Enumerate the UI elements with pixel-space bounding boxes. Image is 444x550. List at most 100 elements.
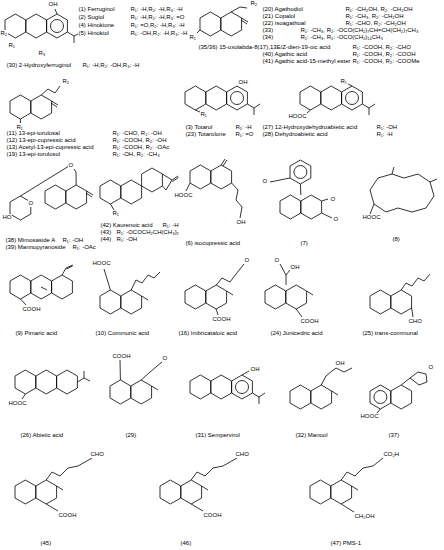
compound-name: (38) Mimosaside A [5, 237, 56, 244]
structure-stroke [131, 380, 152, 404]
structure-stroke [280, 195, 301, 219]
compound-name: (28) Dehydroabietic acid [262, 131, 328, 138]
substituent-list: R₁: -CH₃, R₂: -OCO(CH₂)₇CH=CH(CH₂)₇CH₃ [300, 27, 419, 34]
atom-label: HOOC [288, 113, 307, 120]
structure-stroke [142, 168, 163, 192]
structure-stroke [370, 167, 437, 214]
structure-stroke [104, 269, 160, 300]
compound-name: (43) [100, 229, 112, 236]
atom-label: OH [238, 79, 248, 86]
structure-stroke [185, 86, 206, 110]
substituent-list: R₁: -OH [376, 124, 398, 131]
atom-label: R₁ [200, 111, 207, 118]
compound-name: (41) Agathic acid-15-methyl ester [262, 58, 351, 65]
atom-label: COOH [112, 353, 131, 360]
compound-name: (27) 12-Hydroxydehydroabietic acid [262, 124, 358, 131]
structure-stroke [370, 290, 391, 314]
structure-stroke [186, 159, 242, 218]
substituent-list: R₁: -H [235, 124, 252, 131]
compound-name: (42) Kaurenoic acid [100, 222, 153, 229]
atom-label: HO [2, 214, 12, 221]
structure-stroke [270, 178, 332, 218]
structure-stroke [45, 185, 66, 209]
compound-name: (39) Mannopyranoside [5, 244, 66, 251]
structure-stroke [31, 95, 52, 119]
structure-stroke [374, 391, 387, 404]
structure-stroke [301, 195, 322, 219]
structure-stroke [391, 385, 412, 409]
structure-stroke [22, 371, 90, 399]
substituent-list: R₁: -H [376, 131, 393, 138]
compound-name: (21) Copalol [262, 13, 296, 20]
substituent-list: R₁: -OH, R₂: -CH₃ [112, 151, 160, 158]
substituent-list: R₁: -COOH, R₂: -COOH [352, 51, 416, 58]
structure-stroke [5, 14, 26, 38]
structure-stroke [231, 92, 244, 105]
atom-label: O [28, 200, 34, 207]
compound-name: (26) Abietic acid [20, 432, 64, 439]
structure-stroke [191, 458, 237, 511]
structure-stroke [47, 14, 68, 38]
compound-name: (24) Junicedric acid [270, 330, 323, 337]
structure-stroke [121, 180, 142, 204]
structure-stroke [190, 375, 211, 399]
substituent-list: R₁: -OH,R₂: -H,R₃: -H [130, 30, 188, 37]
structure-stroke [110, 380, 131, 404]
structure-stroke [160, 480, 181, 504]
structure-stroke [100, 290, 121, 314]
compound-name: (6) isocupressic acid [185, 240, 241, 247]
atom-label: R₂ [0, 30, 8, 37]
structure-stroke [211, 165, 232, 189]
compound-name: (32) Manool [295, 432, 328, 439]
structure-stroke [5, 7, 437, 512]
substituent-list: R₁: -CH₃, R₂: -CH₂OH [345, 13, 404, 20]
atom-label: R₃ [38, 50, 46, 57]
atom-label: COOH [22, 306, 41, 313]
compound-name: (46) [180, 540, 192, 547]
structure-stroke [110, 174, 178, 210]
atom-label: R₂ [250, 0, 258, 7]
compound-name: (25) trans-communal [362, 330, 418, 337]
substituent-list: R₁: -CHO, R₂: -OH [112, 130, 162, 137]
structure-stroke [55, 9, 80, 43]
structure-stroke [185, 285, 206, 309]
compound-name: (20) Agathodiol [262, 6, 303, 13]
substituent-list: R₁: -OH [116, 236, 138, 243]
structure-stroke [290, 385, 311, 409]
atom-label: COOH [58, 512, 77, 519]
atom-label: CHO [408, 318, 422, 325]
compound-name: (5) Hinokiol [78, 30, 109, 37]
structure-stroke [377, 372, 427, 413]
structure-stroke [20, 265, 73, 305]
structure-stroke [46, 458, 92, 511]
substituent-list: R₁: -H,R₂: -OH,R₃: -H [82, 62, 140, 69]
compound-name: (29) [125, 432, 137, 439]
structure-stroke [200, 12, 221, 36]
structure-stroke [26, 14, 47, 38]
structure-stroke [8, 166, 93, 216]
atom-label: HOOC [174, 192, 193, 199]
compound-name: (11) 13-epi-torulosal [6, 130, 60, 137]
structure-stroke [206, 86, 227, 110]
atom-label: OH [250, 366, 260, 373]
structure-stroke [36, 370, 57, 394]
atom-label: OH [48, 1, 58, 8]
structure-stroke [190, 165, 211, 189]
atom-label: OH [290, 264, 300, 271]
atom-label: R₁ [189, 34, 196, 41]
atom-label: O [162, 355, 168, 362]
substituent-list: R₁: -OCOCH₂CH(CH₃)₂ [116, 229, 179, 236]
substituent-list: R₁: -COOH, R₂: -OAc [112, 144, 170, 151]
compound-name: (45) [40, 540, 52, 547]
atom-label: R₁ [8, 42, 15, 49]
compound-name: (4) Hinokione [78, 22, 115, 29]
structure-stroke [280, 264, 313, 317]
structure-stroke [227, 86, 248, 110]
compound-name: (31) Sempervirol [195, 432, 240, 439]
structure-stroke [51, 20, 64, 33]
atom-label: R₁ [112, 210, 119, 217]
structure-stroke [391, 290, 412, 314]
structure-stroke [342, 86, 363, 110]
substituent-list: R₁: =O [235, 131, 254, 138]
structure-stroke [36, 480, 57, 504]
